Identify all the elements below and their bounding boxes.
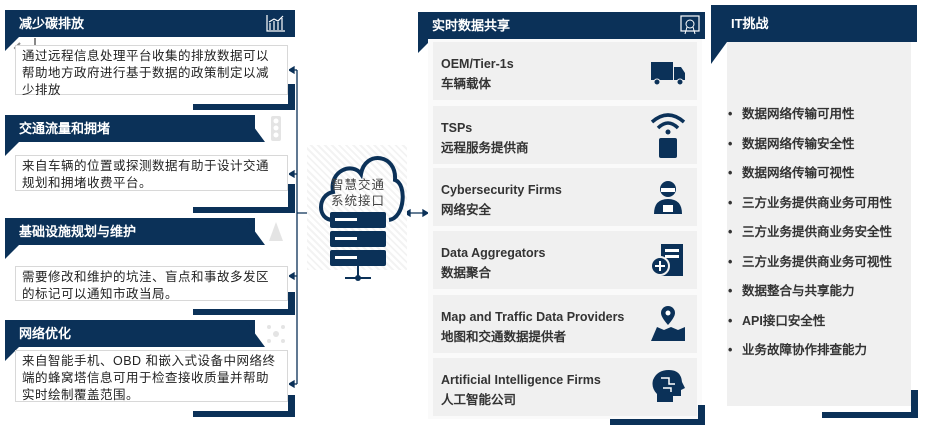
item-en: TSPs bbox=[441, 121, 473, 135]
item-en: Artificial Intelligence Firms bbox=[441, 373, 601, 387]
item-text: 三方业务提供商业务可用性 bbox=[742, 195, 893, 210]
item-zh: 远程服务提供商 bbox=[441, 141, 529, 155]
ai-head-icon bbox=[652, 370, 685, 402]
road-cone-icon bbox=[269, 222, 283, 241]
item-zh: 车辆载体 bbox=[441, 77, 492, 91]
it-challenge-item: • 数据网络传输可视性 bbox=[728, 162, 855, 181]
item-text: 数据网络传输安全性 bbox=[742, 136, 855, 151]
item-text: 业务故障协作排查能力 bbox=[742, 343, 868, 357]
it-challenge-item: • API接口安全性 bbox=[728, 310, 825, 329]
map-pin-icon bbox=[651, 306, 685, 341]
card-title: 交通流量和拥堵 bbox=[5, 115, 255, 142]
bullet: • bbox=[728, 166, 733, 180]
traffic-light-icon bbox=[271, 116, 281, 141]
panel-title: IT挑战 bbox=[711, 5, 917, 42]
truck-icon bbox=[651, 62, 685, 86]
it-challenge-item: • 三方业务提供商业务可视性 bbox=[728, 251, 892, 270]
sharing-item-cyber: Cybersecurity Firms 网络安全 bbox=[433, 168, 697, 226]
it-challenge-item: • 三方业务提供商业务安全性 bbox=[728, 221, 892, 240]
bullet: • bbox=[728, 225, 733, 239]
sharing-item-oem: OEM/Tier-1s 车辆载体 bbox=[433, 42, 697, 100]
bullet: • bbox=[728, 313, 733, 328]
card-text: 需要修改和维护的坑洼、盲点和事故多发区的标记可以通知市政当局。 bbox=[15, 266, 288, 301]
sharing-item-tsp: TSPs 远程服务提供商 bbox=[433, 106, 697, 164]
card-text: 来自智能手机、OBD 和嵌入式设备中网络终端的蜂窝塔信息可用于检查接收质量并帮助… bbox=[15, 350, 288, 402]
bullet: • bbox=[728, 343, 733, 357]
item-text: 三方业务提供商业务可视性 bbox=[742, 254, 893, 269]
wireless-device-icon bbox=[650, 113, 686, 158]
item-zh: 数据聚合 bbox=[441, 266, 492, 280]
network-icon bbox=[267, 325, 285, 343]
item-zh: 网络安全 bbox=[441, 203, 492, 217]
bullet: • bbox=[728, 136, 733, 151]
bullet: • bbox=[728, 284, 733, 298]
server-add-icon bbox=[650, 244, 683, 276]
cloud-server-icon bbox=[319, 156, 405, 281]
item-text: API接口安全性 bbox=[742, 313, 826, 328]
it-challenge-item: • 数据整合与共享能力 bbox=[728, 280, 855, 299]
item-text: 三方业务提供商业务安全性 bbox=[742, 225, 893, 239]
connector-lines bbox=[289, 65, 429, 389]
certificate-icon bbox=[680, 15, 700, 35]
it-challenge-item: • 三方业务提供商业务可用性 bbox=[728, 192, 892, 211]
sharing-item-map: Map and Traffic Data Providers 地图和交通数据提供… bbox=[433, 295, 697, 353]
item-en: Cybersecurity Firms bbox=[441, 183, 562, 197]
card-title: 基础设施规划与维护 bbox=[5, 218, 255, 245]
panel-title: 实时数据共享 bbox=[418, 12, 705, 39]
sharing-item-ai: Artificial Intelligence Firms 人工智能公司 bbox=[433, 358, 697, 416]
it-challenge-item: • 数据网络传输安全性 bbox=[728, 133, 855, 152]
card-title: 网络优化 bbox=[5, 320, 255, 347]
hub-label: 智慧交通系统接口 bbox=[330, 178, 385, 208]
item-en: Map and Traffic Data Providers bbox=[441, 310, 625, 324]
item-text: 数据整合与共享能力 bbox=[742, 284, 855, 298]
item-text: 数据网络传输可视性 bbox=[742, 166, 855, 180]
bullet: • bbox=[728, 107, 733, 121]
it-challenge-item: • 数据网络传输可用性 bbox=[728, 103, 855, 122]
hacker-icon bbox=[654, 181, 682, 214]
item-en: Data Aggregators bbox=[441, 246, 546, 260]
item-zh: 地图和交通数据提供者 bbox=[441, 330, 567, 344]
card-text: 通过远程信息处理平台收集的排放数据可以帮助地方政府进行基于数据的政策制定以减少排… bbox=[15, 45, 288, 97]
bullet: • bbox=[728, 195, 733, 210]
card-title: 减少碳排放 bbox=[5, 10, 295, 37]
item-en: OEM/Tier-1s bbox=[441, 57, 514, 71]
bullet: • bbox=[728, 254, 733, 269]
bar-chart-icon bbox=[266, 15, 285, 32]
item-zh: 人工智能公司 bbox=[441, 393, 517, 407]
sharing-item-aggregators: Data Aggregators 数据聚合 bbox=[433, 231, 697, 289]
it-challenge-item: • 业务故障协作排查能力 bbox=[728, 339, 867, 358]
item-text: 数据网络传输可用性 bbox=[742, 107, 855, 121]
card-text: 来自车辆的位置或探测数据有助于设计交通规划和拥堵收费平台。 bbox=[15, 155, 288, 191]
